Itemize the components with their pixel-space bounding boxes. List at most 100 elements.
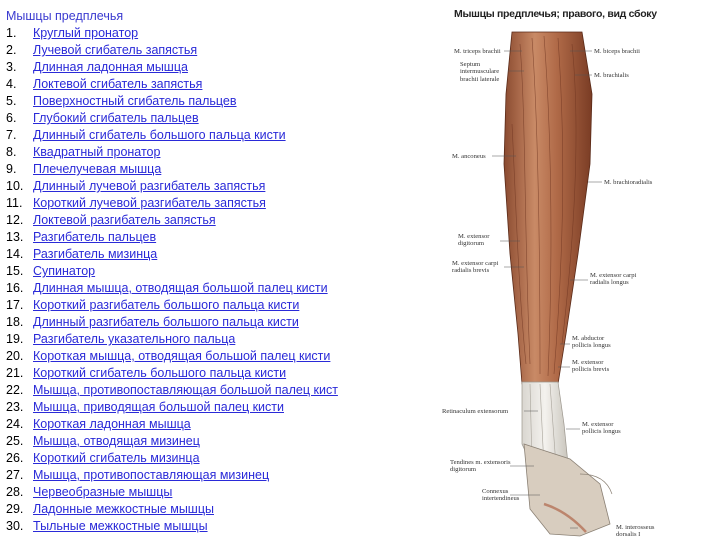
list-item-link[interactable]: Длинный разгибатель большого пальца кист…: [33, 315, 299, 329]
list-item-number: 5.: [6, 94, 17, 108]
list-item: 1. Круглый пронатор: [6, 25, 426, 42]
list-item-number: 20.: [6, 349, 24, 363]
muscle-list-panel: Мышцы предплечья 1. Круглый пронатор 2. Луч…: [6, 8, 426, 535]
list-item: 26.Короткий сгибатель мизинца: [6, 450, 426, 467]
list-item-link[interactable]: Круглый пронатор: [33, 26, 139, 40]
label-anconeus: M. anconeus: [452, 153, 486, 160]
label-extensor-carpi-longus: M. extensor carpi radialis longus: [590, 272, 637, 287]
list-item: 29. Ладонные межкостные мышцы: [6, 501, 426, 518]
list-item-link[interactable]: Разгибатель мизинца: [33, 247, 158, 261]
list-item-link[interactable]: Супинатор: [33, 264, 96, 278]
list-title: Мышцы предплечья: [6, 9, 124, 23]
list-item-number: 8.: [6, 145, 17, 159]
list-item-link[interactable]: Короткий лучевой разгибатель запястья: [33, 196, 266, 210]
list-item-number: 29.: [6, 502, 24, 516]
list-item-number: 1.: [6, 26, 17, 40]
list-item: 30. Тыльные межкостные мышцы: [6, 518, 426, 535]
list-item-link[interactable]: Глубокий сгибатель пальцев: [33, 111, 199, 125]
list-item-link[interactable]: Разгибатель пальцев: [33, 230, 157, 244]
list-item-number: 17.: [6, 298, 24, 312]
list-item-number: 28.: [6, 485, 24, 499]
label-connexus: Connexus intertendineus: [482, 488, 520, 503]
label-brachioradialis: M. brachioradialis: [604, 179, 653, 186]
list-item: 20. Короткая мышца, отводящая большой пал…: [6, 348, 426, 365]
list-item-link[interactable]: Мышца, приводящая большой палец кисти: [33, 400, 284, 414]
label-interosseus: M. interosseus dorsalis I: [616, 524, 655, 539]
list-item-link[interactable]: Короткий сгибатель большого пальца кисти: [33, 366, 287, 380]
list-item-number: 6.: [6, 111, 17, 125]
list-item: 10.Длинный лучевой разгибатель запястья: [6, 178, 426, 195]
list-item: 8. Квадратный пронатор: [6, 144, 426, 161]
list-item-link[interactable]: Поверхностный сгибатель пальцев: [33, 94, 237, 108]
list-item-link[interactable]: Разгибатель указательного пальца: [33, 332, 236, 346]
forearm-illustration: [492, 31, 613, 537]
list-item-link[interactable]: Короткий сгибатель мизинца: [33, 451, 200, 465]
list-item-link[interactable]: Длинная мышца, отводящая большой палец к…: [33, 281, 328, 295]
list-item: 15. Супинатор: [6, 263, 426, 280]
list-item: 14. Разгибатель мизинца: [6, 246, 426, 263]
list-item-link[interactable]: Мышца, противопоставляющая большой палец…: [33, 383, 338, 397]
forearm-figure: Мышцы предплечья; правого, вид сбоку: [440, 4, 718, 538]
label-retinaculum: Retinaculum extensorum: [442, 408, 509, 415]
list-item-number: 3.: [6, 60, 17, 74]
list-item: 3. Длинная ладонная мышца: [6, 59, 426, 76]
label-abductor-pollicis: M. abductor pollicis longus: [572, 335, 611, 350]
list-item-number: 30.: [6, 519, 24, 533]
list-item-link[interactable]: Мышца, отводящая мизинец: [33, 434, 200, 448]
list-item-link[interactable]: Длинный лучевой разгибатель запястья: [33, 179, 266, 193]
list-item-link[interactable]: Квадратный пронатор: [33, 145, 161, 159]
list-item: 19.Разгибатель указательного пальца: [6, 331, 426, 348]
list-item-number: 4.: [6, 77, 17, 91]
list-item-link[interactable]: Плечелучевая мышца: [33, 162, 162, 176]
list-item: 22. Мышца, противопоставляющая большой па…: [6, 382, 426, 399]
list-item-link[interactable]: Длинная ладонная мышца: [33, 60, 188, 74]
list-item-number: 2.: [6, 43, 17, 57]
label-leader-lines: [492, 50, 602, 529]
list-item-number: 9.: [6, 162, 17, 176]
label-extensor-pollicis-longus: M. extensor pollicis longus: [582, 421, 621, 436]
list-item-link[interactable]: Короткий разгибатель большого пальца кис…: [33, 298, 300, 312]
list-item-number: 14.: [6, 247, 24, 261]
list-item-link[interactable]: Червеобразные мышцы: [33, 485, 173, 499]
list-item-number: 21.: [6, 366, 24, 380]
list-item-link[interactable]: Короткая ладонная мышца: [33, 417, 191, 431]
list-item-link[interactable]: Локтевой разгибатель запястья: [33, 213, 216, 227]
label-septum: Septum intermusculare brachii laterale: [460, 61, 500, 83]
forearm-muscle-mass: [503, 31, 593, 385]
list-item: 11. Короткий лучевой разгибатель запястья: [6, 195, 426, 212]
list-item: 5. Поверхностный сгибатель пальцев: [6, 93, 426, 110]
list-item-number: 15.: [6, 264, 24, 278]
list-item: 25. Мышца, отводящая мизинец: [6, 433, 426, 450]
list-item: 4. Локтевой сгибатель запястья: [6, 76, 426, 93]
list-item-link[interactable]: Тыльные межкостные мышцы: [33, 519, 208, 533]
list-item: 27. Мышца, противопоставляющая мизинец: [6, 467, 426, 484]
list-item-number: 27.: [6, 468, 24, 482]
muscle-list: 1. Круглый пронатор 2. Лучевой сгибатель за…: [6, 25, 426, 535]
list-item-link[interactable]: Ладонные межкостные мышцы: [33, 502, 214, 516]
label-extensor-carpi-brevis: M. extensor carpi radialis brevis: [452, 260, 499, 275]
list-item: 28. Червеобразные мышцы: [6, 484, 426, 501]
list-item: 18.Длинный разгибатель большого пальца к…: [6, 314, 426, 331]
list-item-number: 22.: [6, 383, 24, 397]
label-brachialis: M. brachialis: [594, 72, 629, 79]
list-item: 2. Лучевой сгибатель запястья: [6, 42, 426, 59]
list-item-link[interactable]: Мышца, противопоставляющая мизинец: [33, 468, 270, 482]
label-tendines: Tendines m. extensoris digitorum: [450, 459, 511, 474]
list-item-number: 25.: [6, 434, 24, 448]
list-item-number: 16.: [6, 281, 24, 295]
list-item-link[interactable]: Локтевой сгибатель запястья: [33, 77, 203, 91]
list-item: 17. Короткий разгибатель большого пальца …: [6, 297, 426, 314]
label-extensor-pollicis-brevis: M. extensor pollicis brevis: [572, 359, 610, 374]
label-biceps: M. biceps brachii: [594, 48, 640, 55]
list-item: 6. Глубокий сгибатель пальцев: [6, 110, 426, 127]
list-item-number: 12.: [6, 213, 24, 227]
list-item: 12. Локтевой разгибатель запястья: [6, 212, 426, 229]
list-item-link[interactable]: Длинный сгибатель большого пальца кисти: [33, 128, 286, 142]
list-item-link[interactable]: Короткая мышца, отводящая большой палец …: [33, 349, 331, 363]
list-item: 9. Плечелучевая мышца: [6, 161, 426, 178]
list-item: 21. Короткий сгибатель большого пальца ки…: [6, 365, 426, 382]
list-item-link[interactable]: Лучевой сгибатель запястья: [33, 43, 198, 57]
list-item-number: 11.: [6, 196, 23, 210]
list-item-number: 23.: [6, 400, 24, 414]
list-item: 13.Разгибатель пальцев: [6, 229, 426, 246]
